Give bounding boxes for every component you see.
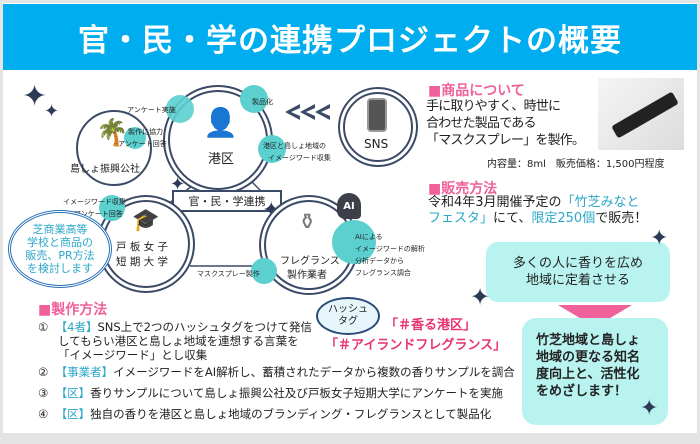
step-number: ① (38, 320, 49, 334)
goal-line: 地域に定着させる (525, 273, 630, 288)
college-label: 短 期 大 学 (116, 256, 169, 268)
step-tag: 【事業者】 (55, 365, 114, 379)
spray-bottle-image (611, 91, 679, 139)
shibasho-line: を検討します (27, 262, 93, 275)
note-island: アンケート回答 (118, 140, 167, 148)
event-name: 「竹芝みなと (561, 195, 640, 210)
product-heading: ■商品について (428, 83, 525, 99)
shibasho-note: 芝商業高等 学校と商品の 販売、PR方法 を検討します (8, 210, 112, 288)
note-productize: 製品化 (252, 98, 273, 106)
method-heading: ■製作方法 (38, 302, 108, 318)
hashtag-label-line: ハッシュ (328, 304, 368, 315)
step-number: ③ (38, 386, 49, 400)
sales-text: 令和4年3月開催予定の (428, 195, 562, 210)
sales-heading: ■販売方法 (428, 181, 498, 197)
palm-tree-icon: 🌴 (96, 118, 129, 148)
note-college: イメージワード収集 (63, 198, 126, 206)
sparkle-icon: ✦ (44, 101, 60, 122)
teal-dot (240, 85, 268, 113)
note-spray: マスクスプレー製作 (197, 270, 260, 278)
arrow-down-icon (558, 305, 632, 327)
sparkle-icon: ✦ (470, 283, 491, 311)
note-ai: 分析データから (355, 257, 404, 265)
note-minato: 港区と島しょ地域の (263, 142, 326, 150)
smartphone-icon (367, 98, 387, 132)
goal-line: 竹芝地域と島しょ (536, 333, 641, 348)
note-ai: AIによる (355, 233, 383, 241)
teal-dot (251, 258, 277, 284)
step-text: 独自の香りを港区と島しょ地域のブランディング・フレグランスとして製品化 (90, 407, 492, 421)
perfume-bottle-icon: ⚱ (298, 210, 317, 235)
hashtag-1: 「＃香る港区」 (385, 318, 477, 333)
official-person-icon: 👤 (203, 106, 238, 139)
note-ai: フレグランス調合 (355, 269, 411, 277)
sparkle-icon: ✦ (22, 79, 48, 114)
step-number: ④ (38, 407, 49, 421)
note-survey: アンケート実施 (127, 106, 176, 114)
teal-dot (124, 127, 146, 149)
goal-line: をめざします！ (536, 384, 628, 399)
collaboration-box: 官・民・学連携 (172, 190, 282, 212)
goal-line: 地域の更なる知名 (536, 350, 641, 365)
sales-text: で販売！ (595, 211, 648, 226)
goal-bubble-1: 多くの人に香りを広め 地域に定着させる (486, 242, 670, 302)
note-island: 製作に協力 (128, 128, 163, 136)
sales-body: 令和4年3月開催予定の「竹芝みなと フェスタ」にて、限定250個で販売！ (428, 195, 647, 227)
note-ai: イメージワードの解析 (355, 245, 425, 253)
product-body: 手に取りやすく、時世に 合わせた製品である 「マスクスプレー」を製作。 (426, 98, 585, 149)
method-step-3: ③ 【区】香りサンプルについて島しょ振興公社及び戸板女子短期大学にアンケートを実… (38, 386, 503, 400)
step-text: 「イメージワード」とし収集 (58, 348, 208, 362)
step-tag: 【区】 (55, 407, 91, 421)
limited-count: 限定250個 (531, 211, 596, 226)
goal-line: 多くの人に香りを広め (512, 256, 643, 271)
teal-dot (332, 220, 376, 264)
teal-dot (258, 135, 286, 163)
method-step-4: ④ 【区】独自の香りを港区と島しょ地域のブランディング・フレグランスとして製品化 (38, 407, 491, 421)
college-label: 戸 板 女 子 (116, 241, 169, 253)
product-line: 手に取りやすく、時世に (426, 99, 561, 114)
hashtag-label: ハッシュタグ (316, 297, 380, 335)
shibasho-line: 販売、PR方法 (25, 249, 95, 262)
note-college: アンケート回答 (74, 210, 123, 218)
shibasho-line: 芝商業高等 (32, 223, 88, 236)
goal-line: 度向上と、活性化 (536, 367, 640, 382)
note-minato: イメージワード収集 (268, 154, 331, 162)
graduate-icon: 🎓 (132, 208, 160, 233)
island-label: 島しょ振興公社 (70, 164, 140, 175)
sns-label: SNS (364, 137, 389, 151)
method-step-1: ① 【4者】SNS上で2つのハッシュタグをつけて発信 してもらい港区と島しょ地域… (38, 320, 312, 362)
sparkle-icon: ✦ (640, 396, 659, 421)
teal-dot (99, 195, 125, 221)
product-spec: 内容量：8ml 販売価格：1,500円程度 (487, 159, 665, 170)
step-tag: 【区】 (55, 386, 91, 400)
hashtag-label-line: タグ (338, 316, 358, 327)
step-number: ② (38, 365, 49, 379)
teal-dot (166, 95, 194, 123)
step-text: イメージワードをAI解析し、蓄積されたデータから複数の香りサンプルを調合 (113, 365, 515, 379)
product-photo (598, 78, 684, 150)
page-title: 官・民・学の連携プロジェクトの概要 (3, 4, 697, 70)
sales-text: にて、 (493, 211, 532, 226)
fragrance-label: 製作業者 (287, 270, 327, 281)
step-text: してもらい港区と島しょ地域を連想する言葉を (58, 334, 299, 348)
sparkle-icon: ✦ (650, 226, 669, 251)
college-circle (102, 200, 190, 288)
event-name: フェスタ」 (428, 211, 494, 226)
goal-bubble-2: 竹芝地域と島しょ 地域の更なる知名 度向上と、活性化 をめざします！ (522, 318, 668, 425)
step-text: SNS上で2つのハッシュタグをつけて発信 (97, 320, 312, 334)
fragrance-label: フレグランス (280, 256, 340, 267)
ai-head-icon: AI (337, 193, 361, 219)
minato-label: 港区 (208, 152, 235, 167)
product-line: 合わせた製品である (426, 116, 536, 131)
sparkle-icon: ✦ (170, 174, 186, 195)
step-tag: 【4者】 (55, 320, 98, 334)
product-line: 「マスクスプレー」を製作。 (426, 133, 585, 148)
step-text: 香りサンプルについて島しょ振興公社及び戸板女子短期大学にアンケートを実施 (90, 386, 503, 400)
hashtag-2: 「＃アイランドフレグランス」 (325, 338, 507, 353)
method-step-2: ② 【事業者】イメージワードをAI解析し、蓄積されたデータから複数の香りサンプル… (38, 365, 515, 379)
shibasho-line: 学校と商品の (27, 236, 93, 249)
